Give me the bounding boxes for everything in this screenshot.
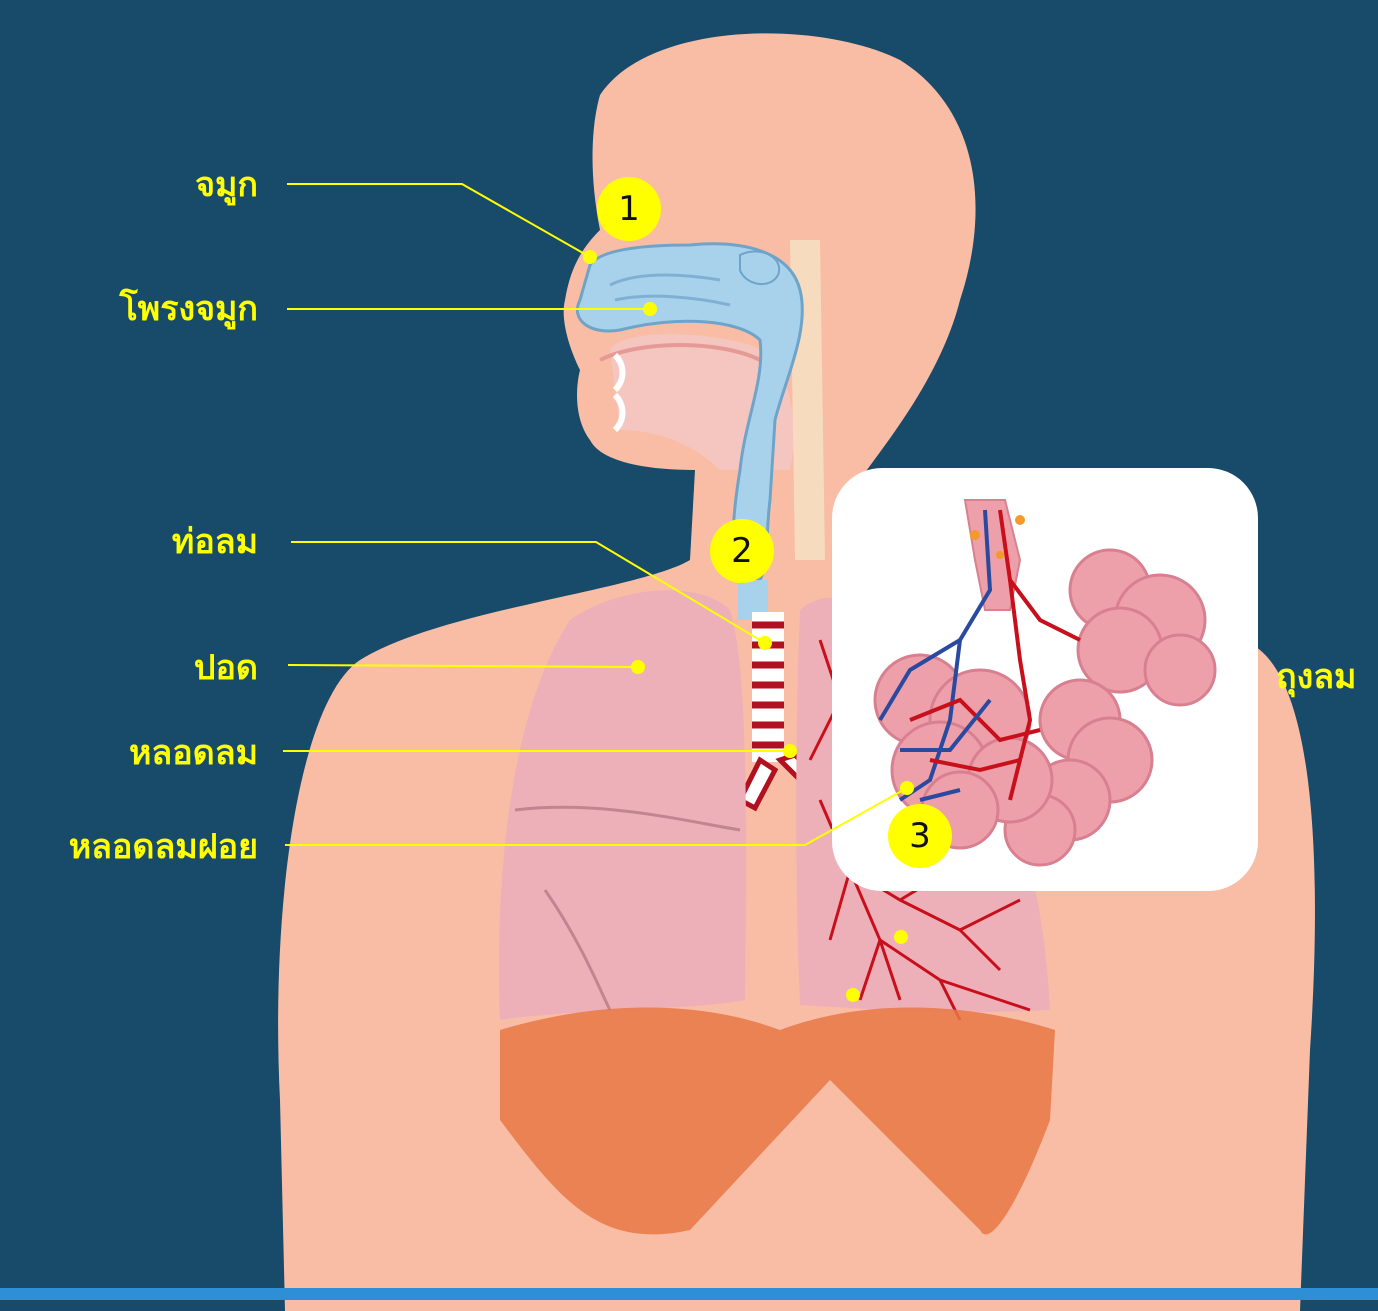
label-lung: ปอด [194, 648, 258, 688]
label-trachea: ท่อลม [172, 522, 258, 562]
dot-bronchiole-lower-2 [846, 988, 860, 1002]
label-bronchus: หลอดลม [129, 733, 258, 773]
label-nasal-cavity: โพรงจมูก [120, 289, 258, 329]
dot-trachea [758, 636, 772, 650]
dot-bronchiole [900, 781, 914, 795]
marker-2: 2 [710, 519, 774, 583]
marker-1: 1 [597, 177, 661, 241]
label-nose: จมูก [195, 165, 258, 205]
dot-bronchus [783, 744, 797, 758]
label-bronchiole: หลอดลมฝอย [69, 827, 258, 867]
dot-nose [583, 250, 597, 264]
leader-line-nose [287, 184, 590, 257]
dot-lung [631, 660, 645, 674]
label-alveolus: ถุงลม [1276, 657, 1356, 697]
dot-bronchiole-lower-1 [894, 930, 908, 944]
footer-accent-bar [0, 1288, 1378, 1300]
dot-nasal-cavity [643, 302, 657, 316]
marker-3: 3 [888, 804, 952, 868]
